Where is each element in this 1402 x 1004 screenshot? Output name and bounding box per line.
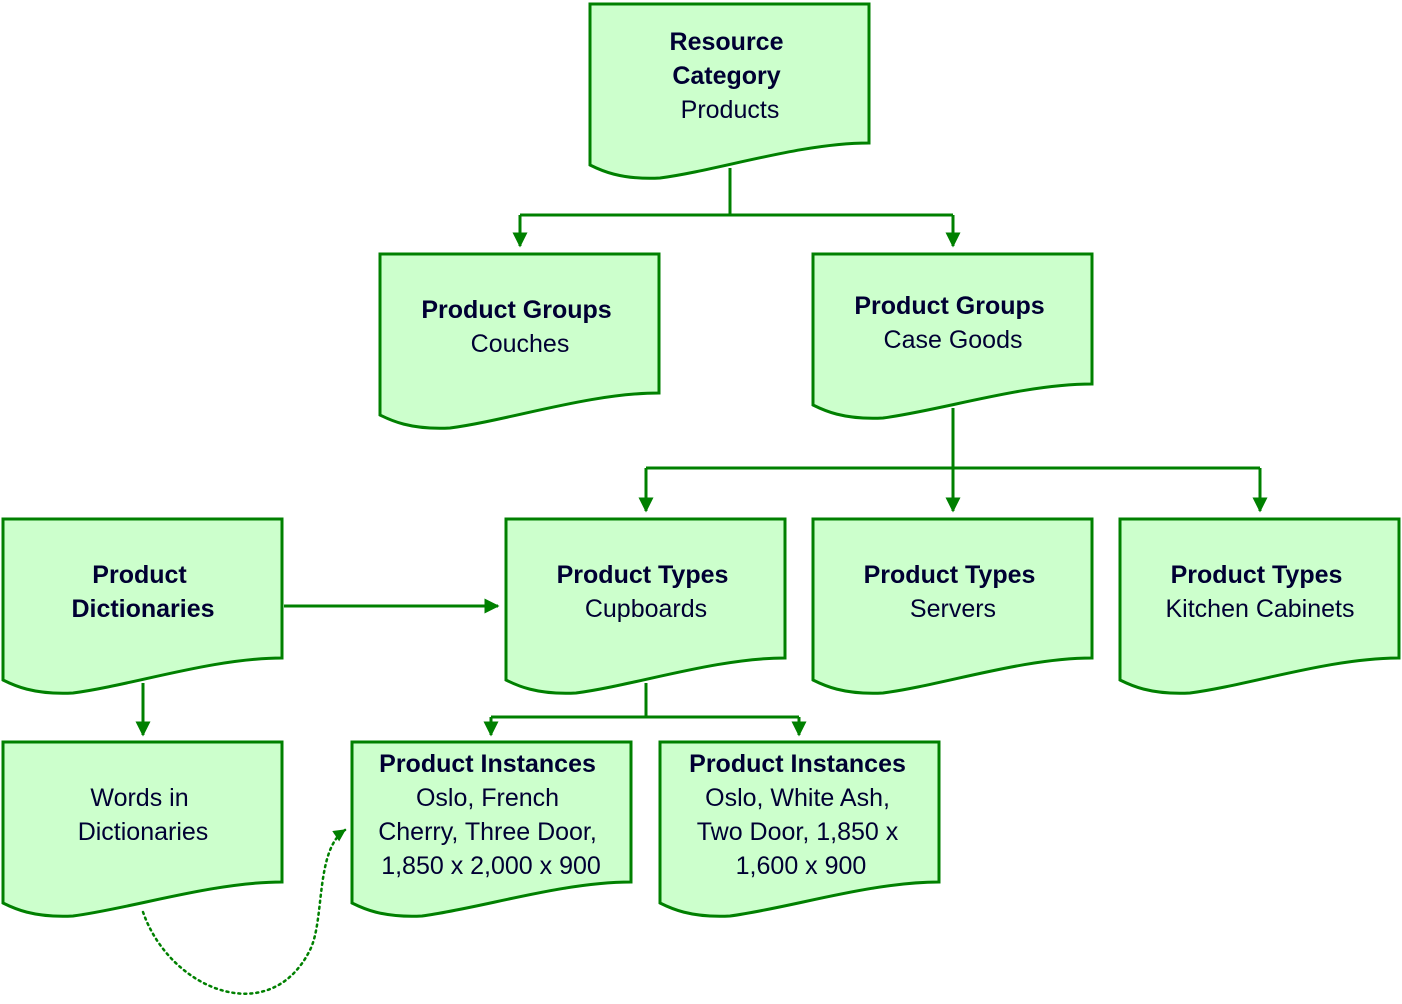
node-subtitle-line: Cherry, Three Door, (378, 818, 597, 846)
node-subtitle-line: Words in (90, 784, 188, 812)
node-title-line: Product Types (1171, 561, 1343, 589)
node-subtitle-line: Dictionaries (78, 818, 209, 846)
document-shape (504, 517, 787, 695)
node-subtitle-line: Cupboards (585, 595, 707, 623)
node-text: Product Types Cupboards (557, 561, 736, 623)
document-shape (658, 740, 941, 918)
document-shape (1, 740, 284, 918)
connectors (135, 168, 1268, 995)
node-subtitle-line: Couches (471, 330, 570, 358)
node-text: Product Instances Oslo, French Cherry, T… (378, 750, 604, 880)
node-text: Product Groups Case Goods (854, 292, 1051, 354)
node-title-line: Product Types (864, 561, 1036, 589)
node-subtitle-line: Servers (910, 595, 996, 623)
node-title-line: Dictionaries (71, 595, 214, 623)
document-shape (811, 517, 1094, 695)
connector-words-to-instance-dotted (141, 828, 347, 995)
node-subtitle-line: Oslo, French (416, 784, 559, 812)
node-subtitle-line: 1,850 x 2,000 x 900 (381, 852, 601, 880)
node-title-line: Product (92, 561, 187, 589)
document-shape (588, 2, 871, 180)
node-product-dictionaries: Product Dictionaries (1, 517, 284, 695)
node-resource-category: Resource Category Products (588, 2, 871, 180)
node-words-in-dictionaries: Words in Dictionaries (1, 740, 284, 918)
node-title-line: Product Groups (421, 296, 611, 324)
document-shape (1118, 517, 1401, 695)
document-shape (811, 252, 1094, 420)
node-text: Resource Category Products (670, 28, 791, 124)
node-title-line: Product Groups (854, 292, 1044, 320)
node-title-line: Product Instances (689, 750, 906, 778)
node-title-line: Product Types (557, 561, 729, 589)
document-shape (350, 740, 633, 918)
node-subtitle-line: Two Door, 1,850 x (697, 818, 899, 846)
node-text: Product Groups Couches (421, 296, 618, 358)
node-title-line: Resource (670, 28, 784, 56)
node-product-instance-french-cherry: Product Instances Oslo, French Cherry, T… (350, 740, 633, 918)
node-text: Product Dictionaries (71, 561, 214, 623)
node-subtitle-line: Products (681, 96, 780, 124)
node-subtitle-line: Case Goods (884, 326, 1023, 354)
document-shape (378, 252, 661, 430)
node-title-line: Product Instances (379, 750, 596, 778)
node-subtitle-line: Kitchen Cabinets (1165, 595, 1354, 623)
node-text: Product Types Kitchen Cabinets (1165, 561, 1354, 623)
node-product-groups-case-goods: Product Groups Case Goods (811, 252, 1094, 420)
node-product-types-cupboards: Product Types Cupboards (504, 517, 787, 695)
node-product-groups-couches: Product Groups Couches (378, 252, 661, 430)
node-subtitle-line: 1,600 x 900 (736, 852, 867, 880)
node-product-types-servers: Product Types Servers (811, 517, 1094, 695)
node-product-instance-white-ash: Product Instances Oslo, White Ash, Two D… (658, 740, 941, 918)
node-text: Product Instances Oslo, White Ash, Two D… (689, 750, 913, 880)
node-title-line: Category (672, 62, 780, 90)
document-shape (1, 517, 284, 695)
node-text: Product Types Servers (864, 561, 1043, 623)
node-text: Words in Dictionaries (78, 784, 209, 846)
node-subtitle-line: Oslo, White Ash, (705, 784, 890, 812)
node-product-types-kitchen-cabinets: Product Types Kitchen Cabinets (1118, 517, 1401, 695)
